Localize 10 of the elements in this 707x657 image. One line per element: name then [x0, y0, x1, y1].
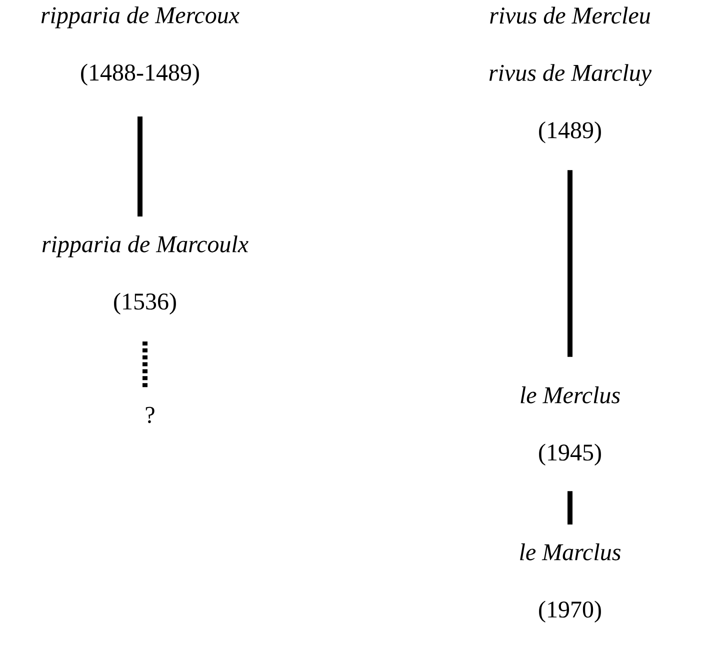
name-label: ?	[146, 406, 154, 424]
connector-line	[142, 341, 148, 388]
name-label: le Merclus (1945)	[520, 386, 620, 466]
connector-line	[138, 116, 142, 217]
name-label: le Marclus (1970)	[520, 543, 620, 623]
connector-line	[568, 491, 572, 525]
connector-line	[568, 170, 572, 357]
name-label: rivus de Mercleu rivus de Marcluy (1489)	[489, 6, 652, 144]
name-label: ripparia de Marcoulx (1536)	[42, 235, 248, 315]
name-label: ripparia de Mercoux (1488-1489)	[41, 6, 240, 86]
